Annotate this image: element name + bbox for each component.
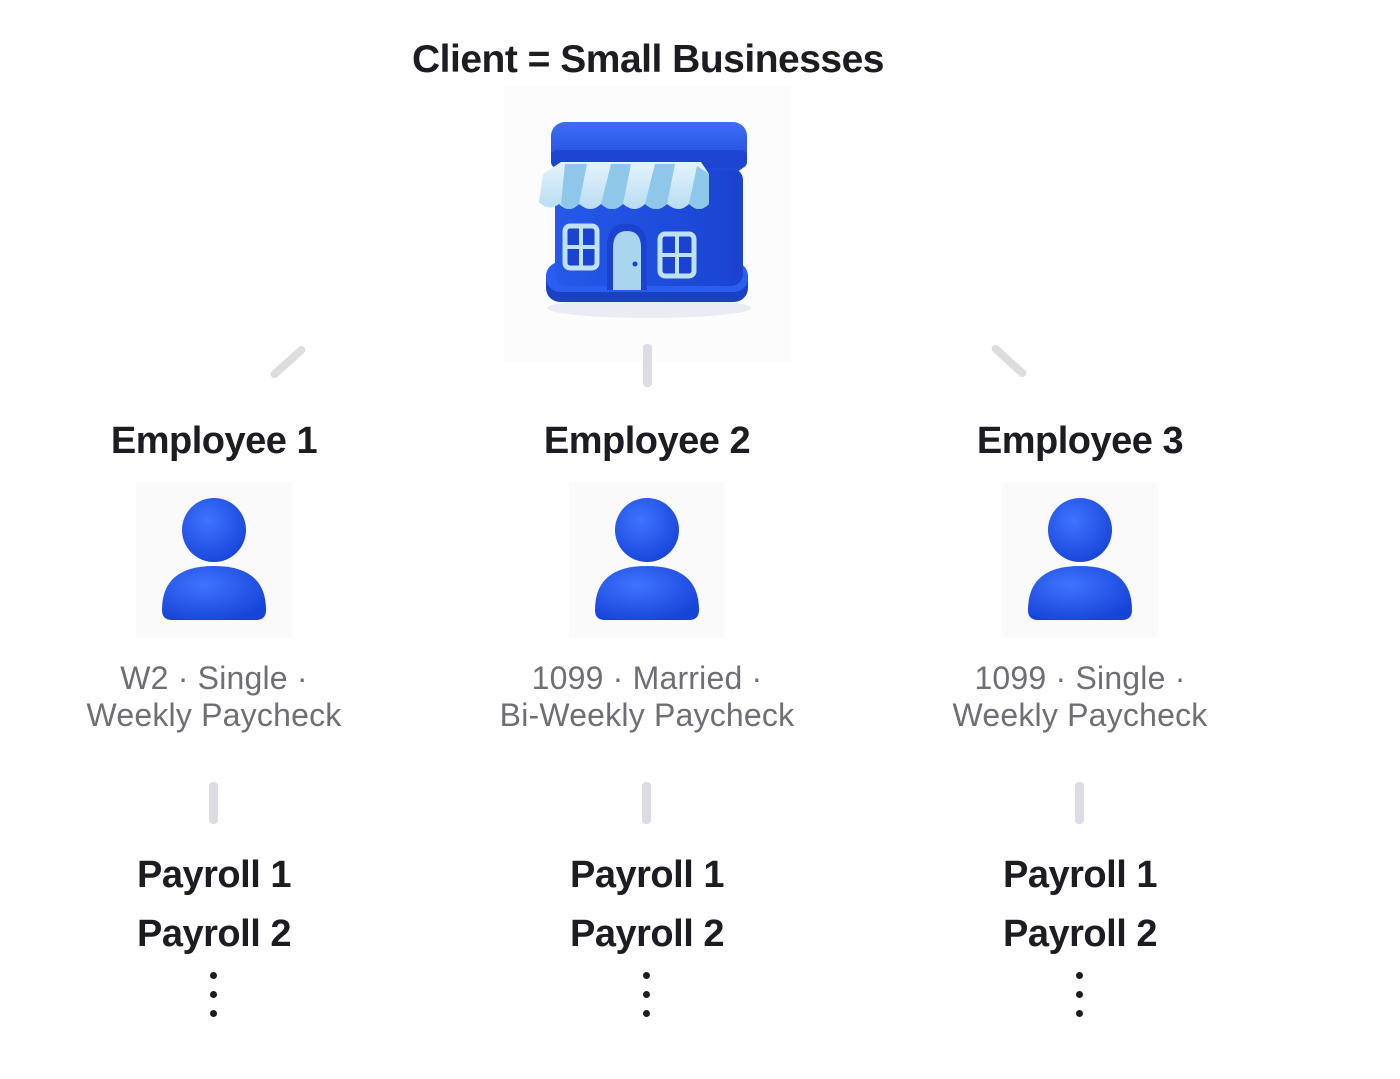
- employee-meta-line-2: Weekly Paycheck: [86, 697, 342, 733]
- payroll-item: Payroll 2: [570, 913, 724, 955]
- payroll-list-1: Payroll 1 Payroll 2: [14, 846, 414, 1029]
- employee-meta-line-1: 1099 · Married ·: [531, 660, 763, 696]
- employee-title: Employee 1: [110, 420, 318, 462]
- person-icon: [136, 482, 292, 638]
- connector-employee-payroll-3: [1075, 782, 1084, 824]
- payroll-item: Payroll 2: [1003, 913, 1157, 955]
- payroll-item: Payroll 1: [570, 854, 724, 896]
- employee-meta-line-1: W2 · Single ·: [120, 660, 308, 696]
- employee-column-3: Employee 3 1099 · Single · Weekly Payche…: [880, 415, 1280, 734]
- connector-client-employee-2: [643, 344, 652, 387]
- employee-column-2: Employee 2 1099 · Married · Bi-Weekly Pa…: [447, 415, 847, 734]
- payroll-list-2: Payroll 1 Payroll 2: [447, 846, 847, 1029]
- person-icon: [569, 482, 725, 638]
- employee-title: Employee 3: [976, 420, 1184, 462]
- person-icon: [1002, 482, 1158, 638]
- more-ellipsis-icon: [643, 972, 651, 1017]
- payroll-item: Payroll 1: [1003, 854, 1157, 896]
- employee-meta-line-2: Weekly Paycheck: [952, 697, 1208, 733]
- employee-column-1: Employee 1 W2 · Single · Weekly Paycheck: [14, 415, 414, 734]
- connector-client-employee-3: [989, 343, 1029, 379]
- payroll-list-3: Payroll 1 Payroll 2: [880, 846, 1280, 1029]
- connector-client-employee-1: [268, 344, 308, 380]
- storefront-icon: [503, 86, 791, 362]
- more-ellipsis-icon: [210, 972, 218, 1017]
- employee-title: Employee 2: [543, 420, 751, 462]
- payroll-item: Payroll 1: [137, 854, 291, 896]
- diagram-title: Client = Small Businesses: [412, 38, 884, 81]
- payroll-item: Payroll 2: [137, 913, 291, 955]
- connector-employee-payroll-1: [209, 782, 218, 824]
- more-ellipsis-icon: [1076, 972, 1084, 1017]
- employee-meta-line-2: Bi-Weekly Paycheck: [499, 697, 795, 733]
- employee-meta-line-1: 1099 · Single ·: [974, 660, 1186, 696]
- connector-employee-payroll-2: [642, 782, 651, 824]
